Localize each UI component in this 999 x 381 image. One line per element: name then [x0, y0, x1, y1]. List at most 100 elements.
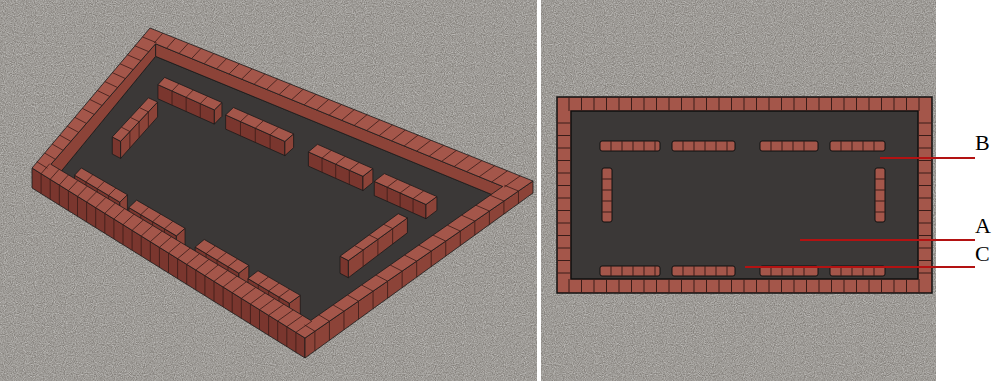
- brick-joint: [606, 279, 607, 293]
- brick-joint: [336, 156, 345, 178]
- brick-joint: [419, 245, 431, 267]
- inner-wall: [830, 141, 885, 151]
- brick-joint: [874, 141, 875, 151]
- brick-joint: [727, 266, 728, 276]
- brick-joint: [581, 97, 582, 111]
- brick-joint: [881, 279, 882, 293]
- brick-joint: [278, 310, 294, 341]
- brick-joint: [342, 110, 355, 121]
- brick-joint: [82, 108, 94, 114]
- brick-joint: [683, 266, 684, 276]
- brick-joint: [417, 140, 431, 151]
- brick-joint: [241, 287, 255, 318]
- part-label: A: [975, 215, 991, 237]
- brick-joint: [881, 97, 882, 111]
- brick-joint: [655, 266, 656, 276]
- brick-joint: [292, 89, 304, 99]
- brick-joint: [232, 282, 246, 313]
- brick-joint: [806, 279, 807, 293]
- wall-face: [32, 168, 305, 358]
- brick-joint: [229, 64, 239, 74]
- brick-joint: [619, 97, 620, 111]
- brick-joint: [918, 235, 932, 236]
- brick-joint: [918, 223, 932, 224]
- brick-joint: [644, 279, 645, 293]
- brick-joint: [794, 97, 795, 111]
- brick-joint: [869, 97, 870, 111]
- brick-joint: [214, 271, 228, 302]
- brick-joint: [78, 186, 88, 216]
- brick-joint: [304, 94, 316, 105]
- outer-wall: [557, 97, 932, 293]
- brick-joint: [135, 46, 149, 52]
- brick-joint: [644, 266, 645, 276]
- brick-joint: [376, 275, 388, 298]
- brick-joint: [322, 150, 331, 172]
- brick-joint: [557, 248, 571, 249]
- brick-joint: [384, 224, 393, 244]
- brick-joint: [186, 90, 193, 112]
- gravel-ground: [541, 0, 936, 381]
- brick-joint: [557, 148, 571, 149]
- part-label: C: [975, 243, 990, 265]
- brick-joint: [467, 161, 482, 172]
- brick-joint: [296, 321, 312, 352]
- brick-joint: [492, 171, 508, 182]
- leader-line: [800, 239, 975, 241]
- brick-joint: [557, 160, 571, 161]
- brick-joint: [656, 279, 657, 293]
- brick-joint: [793, 141, 794, 151]
- brick-joint: [894, 279, 895, 293]
- brick-joint: [390, 265, 402, 288]
- brick-joint: [594, 279, 595, 293]
- brick-joint: [756, 279, 757, 293]
- gravel-ground: [0, 0, 537, 381]
- brick-joint: [622, 141, 623, 151]
- brick-joint: [633, 141, 634, 151]
- brick-joint: [644, 97, 645, 111]
- brick-joint: [154, 33, 163, 43]
- brick-joint: [694, 97, 695, 111]
- brick-joint: [557, 223, 571, 224]
- brick-joint: [557, 123, 571, 124]
- gravel-texture: [0, 0, 537, 381]
- brick-joint: [919, 279, 920, 293]
- brick-joint: [429, 145, 443, 156]
- brick-joint: [602, 179, 612, 180]
- brick-joint: [644, 141, 645, 151]
- brick-joint: [844, 97, 845, 111]
- brick-joint: [454, 156, 469, 167]
- brick-joint: [841, 141, 842, 151]
- brick-joint: [362, 285, 373, 309]
- brick-joint: [769, 279, 770, 293]
- brick-joint: [819, 97, 820, 111]
- brick-joint: [631, 279, 632, 293]
- brick-joint: [317, 99, 329, 110]
- brick-joint: [250, 293, 265, 324]
- brick-joint: [329, 105, 341, 116]
- brick-joint: [355, 246, 364, 267]
- inner-wall: [340, 214, 407, 261]
- inner-wall: [600, 141, 660, 151]
- brick-joint: [127, 55, 141, 61]
- brick-joint: [139, 108, 148, 128]
- brick-joint: [669, 279, 670, 293]
- brick-joint: [67, 126, 78, 132]
- brick-joint: [771, 141, 772, 151]
- brick-joint: [863, 141, 864, 151]
- brick-joint: [319, 315, 330, 340]
- brick-joint: [756, 97, 757, 111]
- brick-joint: [347, 295, 358, 319]
- brick-joint: [602, 190, 612, 191]
- brick-joint: [875, 190, 885, 191]
- brick-joint: [179, 43, 188, 53]
- brick-joint: [731, 279, 732, 293]
- brick-joint: [41, 164, 50, 194]
- brick-joint: [906, 279, 907, 293]
- brick-joint: [918, 198, 932, 199]
- brick-joint: [694, 266, 695, 276]
- brick-joint: [254, 74, 265, 84]
- brick-joint: [205, 265, 218, 296]
- brick-joint: [731, 97, 732, 111]
